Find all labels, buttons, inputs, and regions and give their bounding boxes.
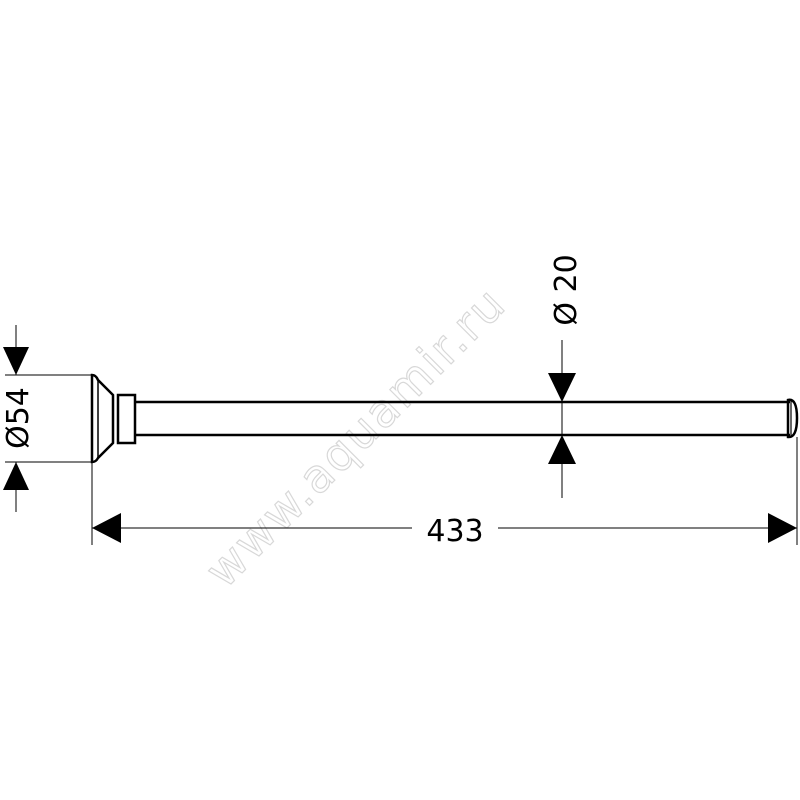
arrow-right-icon bbox=[768, 513, 797, 543]
rod-diameter-dimension bbox=[548, 340, 576, 498]
arrow-up-icon bbox=[3, 462, 29, 490]
arrow-down-icon bbox=[548, 373, 576, 402]
arrow-down-icon bbox=[3, 347, 29, 375]
arrow-left-icon bbox=[92, 513, 121, 543]
flange-diameter-dimension bbox=[3, 325, 92, 512]
rod-diameter-label: Ø 20 bbox=[549, 254, 584, 325]
flange-diameter-label: Ø54 bbox=[1, 387, 36, 449]
arrow-up-icon bbox=[548, 435, 576, 464]
watermark: www.aquamir.ru bbox=[195, 276, 517, 598]
length-label: 433 bbox=[426, 514, 483, 549]
rod bbox=[135, 398, 799, 439]
towel-bar bbox=[90, 373, 799, 464]
wall-flange bbox=[90, 373, 137, 464]
length-dimension bbox=[91, 437, 798, 545]
